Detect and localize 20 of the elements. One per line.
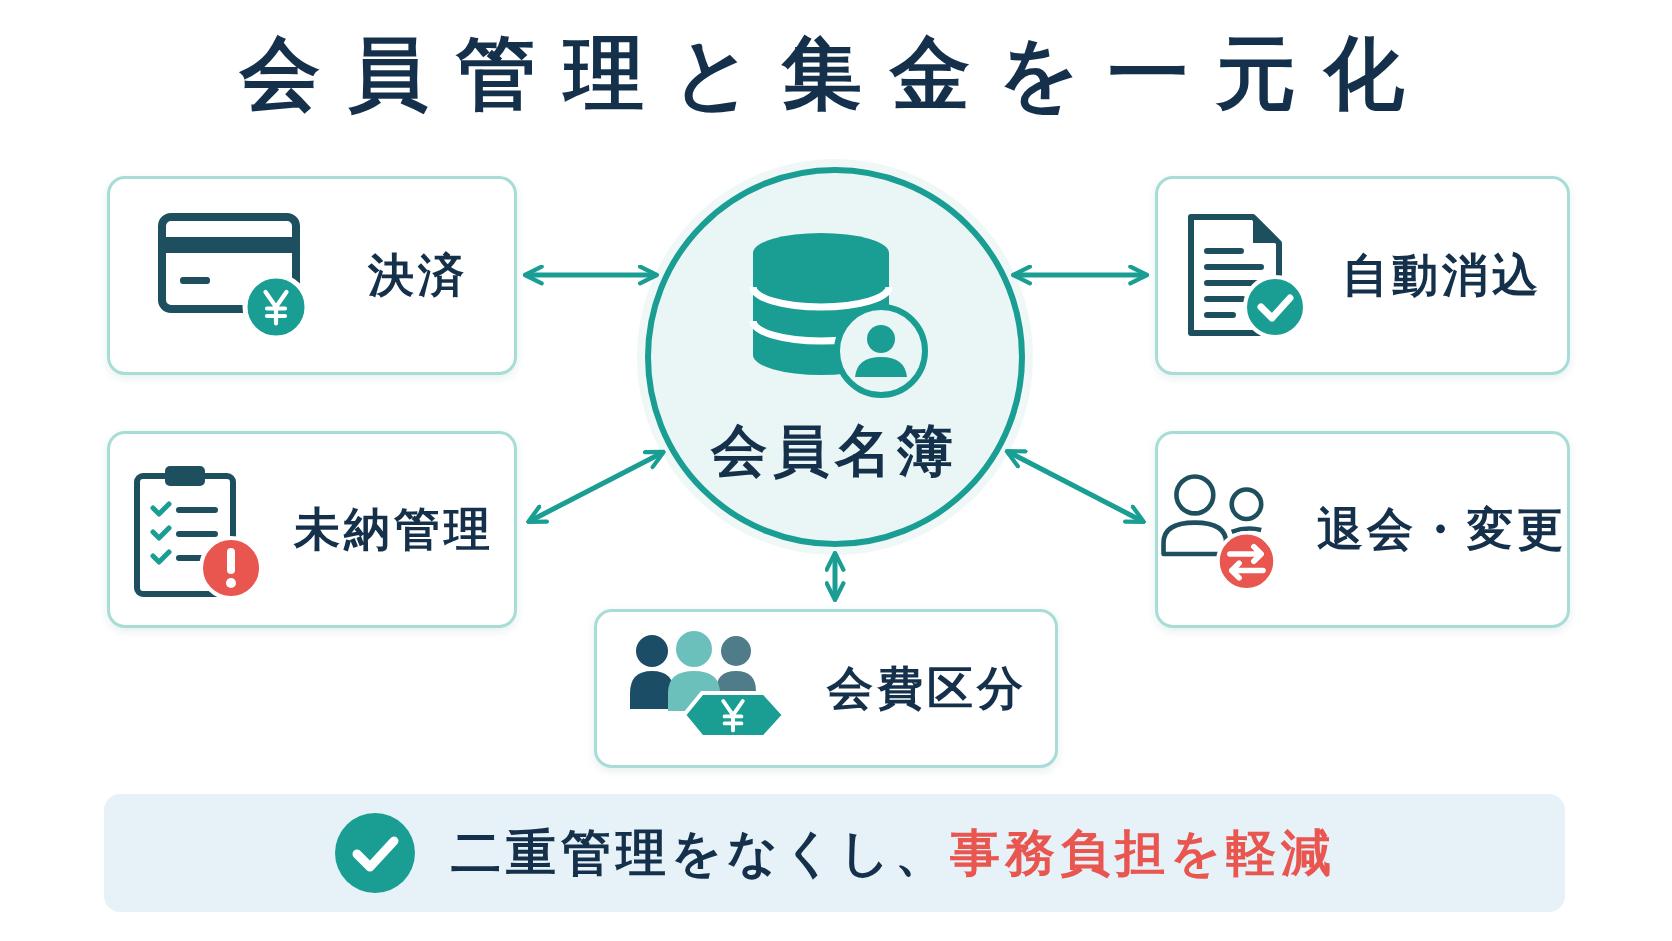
double-arrow: [1004, 449, 1146, 525]
node-label: 自動消込: [1342, 246, 1542, 304]
feature-box: [107, 431, 517, 628]
feature-box: [1155, 176, 1570, 375]
feature-box: [107, 176, 517, 375]
feature-box: [1155, 431, 1570, 628]
node-label: 未納管理: [293, 500, 494, 558]
summary-banner: [104, 794, 1565, 912]
double-arrow: [522, 264, 659, 286]
node-label: 退会・変更: [1317, 500, 1567, 558]
double-arrow: [526, 449, 666, 525]
banner-text: 二重管理をなくし、: [451, 822, 950, 884]
double-arrow: [824, 550, 846, 603]
node-label: 会費区分: [826, 659, 1027, 717]
double-arrow: [1011, 264, 1150, 286]
feature-box: [594, 609, 1058, 768]
node-label: 会員名簿: [711, 416, 959, 485]
node-label: 決済: [368, 246, 468, 304]
title: 会員管理と集金を一元化: [238, 26, 1433, 122]
banner-text: 事務負担を軽減: [950, 822, 1336, 884]
